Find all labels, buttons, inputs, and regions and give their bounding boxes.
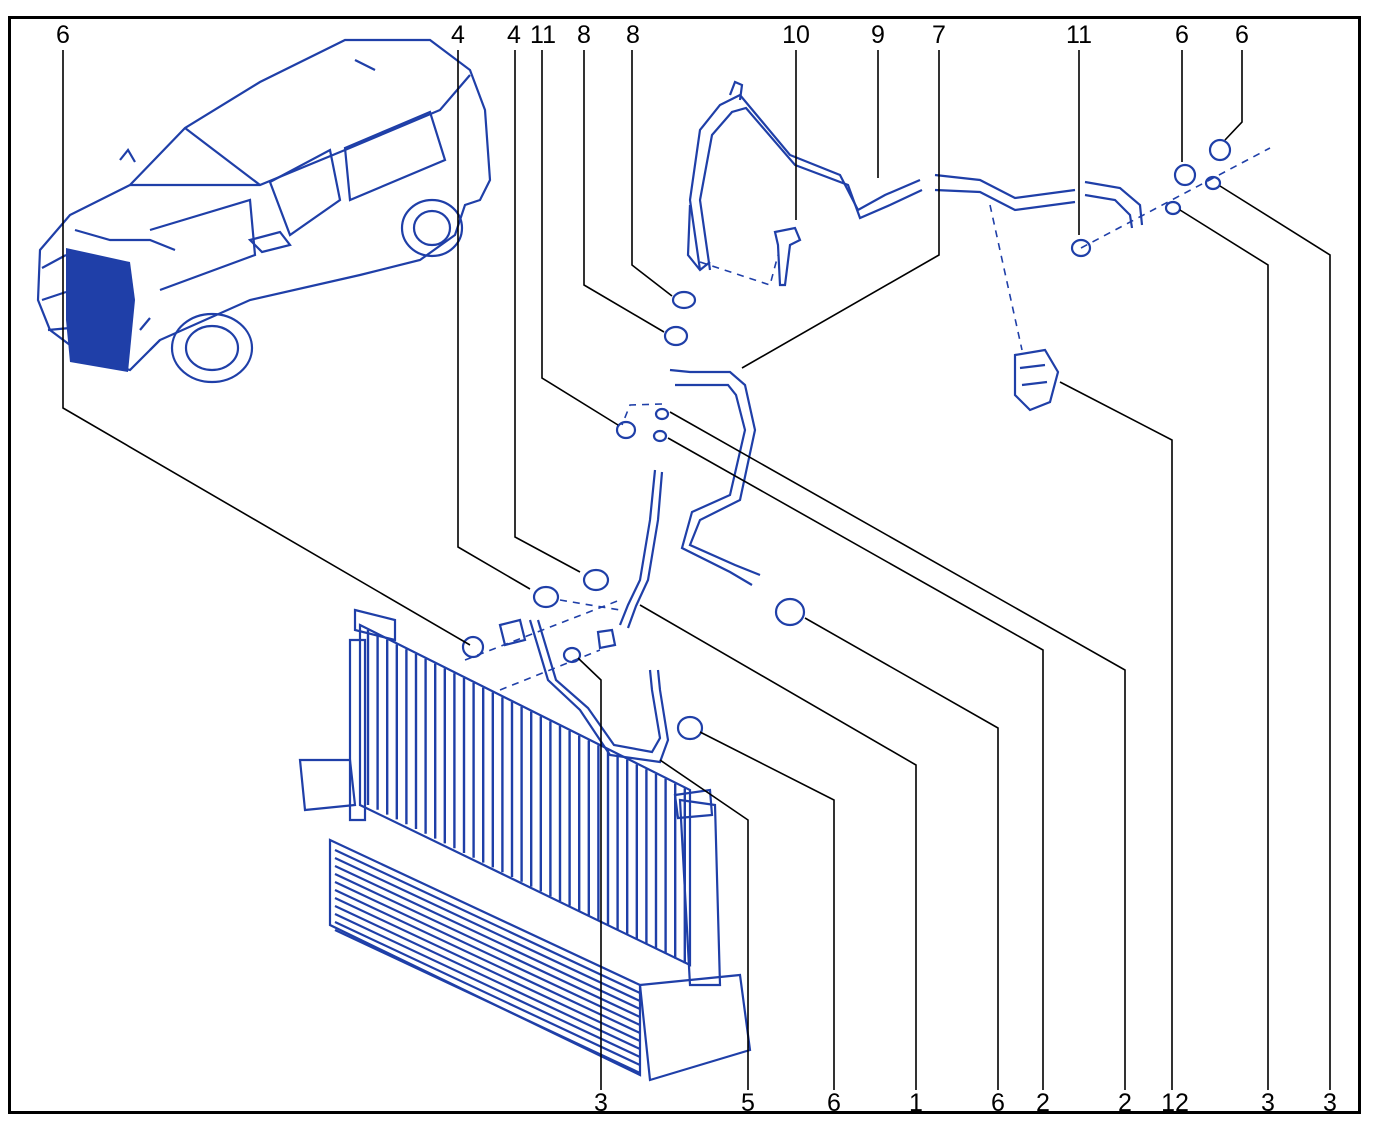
leader-12 [1059,381,1173,1090]
callout-top-4-right: 4 [507,21,521,49]
callout-bottom-3-a: 3 [594,1089,608,1117]
condenser-radiator-assembly [298,608,752,1082]
vehicle-locator [36,38,492,384]
callout-top-7: 7 [932,21,946,49]
radiator-fin [334,873,641,1018]
callout-top-8-left: 8 [577,21,591,49]
callout-bottom-3-b: 3 [1261,1089,1275,1117]
radiator-fin [334,889,641,1034]
leader-3-bottom-b [1179,209,1269,1090]
leader-2-b [669,411,1126,1090]
radiator-fin [334,857,641,1002]
radiator-fin [334,929,641,1074]
leader-8-left [583,50,665,333]
leader-3-bottom-a [577,657,602,1090]
leader-lines [62,50,1331,1090]
leader-3-bottom-c [1219,185,1331,1090]
callout-bottom-6-b: 6 [991,1089,1005,1117]
callout-bottom-6-a: 6 [827,1089,841,1117]
leader-11-left [541,50,619,426]
radiator-fin [334,849,641,994]
ac-pipes [528,80,1144,764]
condenser-fins [366,630,686,964]
callout-top-9: 9 [871,21,885,49]
callout-top-11-right: 11 [1066,21,1092,49]
callout-bottom-2-a: 2 [1036,1089,1050,1117]
assembly-dash-lines [464,147,1271,691]
callout-top-6-left: 6 [56,21,70,49]
leader-4-right [514,50,581,573]
leader-5 [659,759,749,1090]
callout-top-6-right-a: 6 [1175,21,1189,49]
radiator-fin [334,897,641,1042]
callout-top-6-right-b: 6 [1235,21,1249,49]
diagram-frame [8,16,1361,1114]
callout-bottom-3-c: 3 [1323,1089,1337,1117]
callout-top-4-left: 4 [451,21,465,49]
callout-top-10: 10 [782,21,810,49]
callout-bottom-1: 1 [909,1089,923,1117]
radiator-fins [334,849,641,1074]
leader-4-left [457,50,531,590]
radiator-fin [334,865,641,1010]
leader-6-bottom-a [699,731,835,1090]
leader-1 [639,604,917,1090]
callout-bottom-5: 5 [741,1089,755,1117]
leader-8-right [631,50,673,297]
radiator-fin [334,881,641,1026]
leader-6-bottom-b [804,617,999,1090]
leader-2-a [667,437,1044,1090]
radiator-fin [334,905,641,1050]
fasteners-and-seals [461,138,1232,741]
callout-top-8-right: 8 [626,21,640,49]
leader-6-top-left [62,50,471,646]
callout-bottom-2-b: 2 [1118,1089,1132,1117]
leader-6-upper-right-b [1224,50,1243,141]
callout-top-11-left: 11 [530,21,556,49]
leader-7 [741,50,940,369]
callout-bottom-12: 12 [1161,1089,1189,1117]
radiator-fin [334,921,641,1066]
radiator-fin [334,913,641,1058]
